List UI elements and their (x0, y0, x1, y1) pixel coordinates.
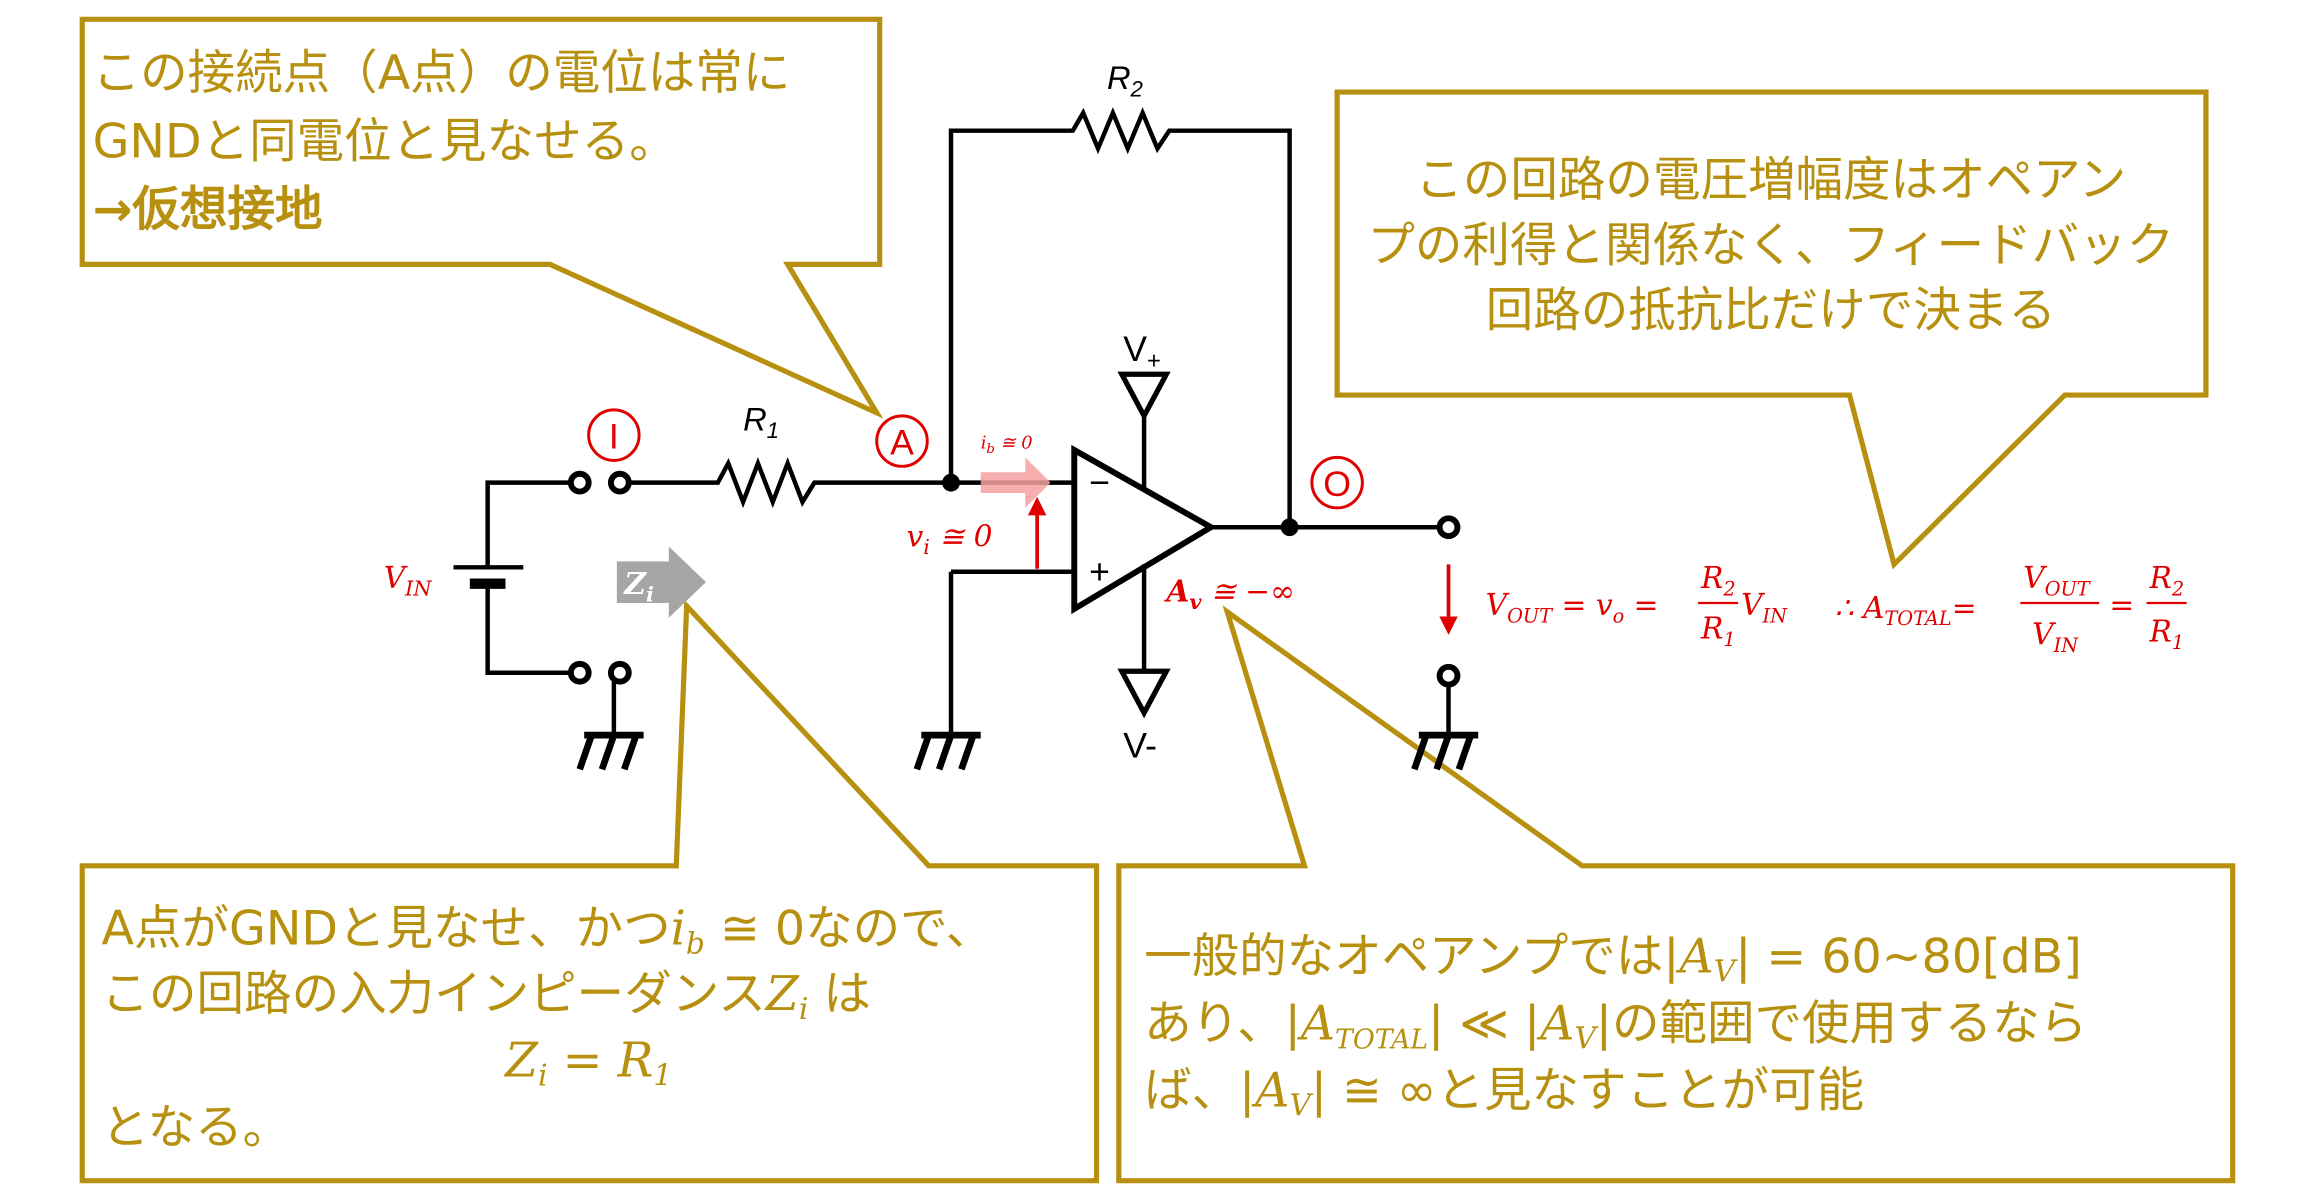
node-o-marker (1310, 455, 1364, 510)
vminus-supply-icon (1117, 668, 1171, 719)
node-a-label: A (890, 422, 914, 462)
resistor-r2 (948, 107, 1292, 528)
noninverting-input-sign: + (1089, 552, 1110, 592)
callout-line: この回路の電圧増幅度はオペアン (1415, 153, 2126, 208)
gain-formula: VOUT = vo = R2 R1 VIN ∴ ATOTAL= VOUT VIN… (1486, 561, 2187, 657)
ib-arrow-icon (980, 457, 1051, 508)
circuit: VIN I R1 A R2 − + V+ V- O (384, 59, 1479, 771)
equals-sign: = (2109, 588, 2134, 623)
fraction-numerator: R2 (2148, 561, 2184, 600)
ib-label: ib ≅ 0 (981, 433, 1033, 457)
ground-icon (1411, 731, 1479, 771)
inverting-input-sign: − (1089, 463, 1110, 503)
av-label: Av ≅ −∞ (1163, 574, 1294, 613)
callout-opamp-gain: 一般的なオペアンプでは|AV| = 60~80[dB] あり、|ATOTAL| … (1116, 605, 2236, 1184)
zi-arrow-icon (616, 546, 706, 618)
total-gain-equation: ∴ ATOTAL= (1835, 591, 1977, 630)
vout-equation: VOUT = vo = (1486, 588, 1659, 627)
callout-virtual-ground: この接続点（A点）の電位は常に GNDと同電位と見なせる。 →仮想接地 (79, 16, 884, 419)
resistor-r1 (630, 457, 952, 509)
output-node-dot (1280, 518, 1299, 537)
node-i-label: I (609, 417, 619, 457)
callout-line: ば、|AV| ≅ ∞と見なすことが可能 (1144, 1063, 1864, 1123)
fraction-denominator: R1 (1700, 612, 1736, 651)
zi-label: Zi (623, 567, 654, 606)
fraction-denominator: VIN (2032, 618, 2079, 657)
node-o-label: O (1323, 464, 1351, 504)
input-terminal (567, 470, 592, 495)
vi-label: vi ≅ 0 (906, 520, 992, 559)
callout-line: 回路の抵抗比だけで決まる (1486, 284, 2056, 339)
callout-line: GNDと同電位と見なせる。 (93, 114, 677, 169)
fraction-denominator: R1 (2148, 615, 2184, 654)
ground-icon (913, 731, 981, 771)
callout-line: プの利得と関係なく、フィードバック (1367, 218, 2174, 273)
input-terminal (607, 470, 632, 495)
callout-line: となる。 (102, 1101, 291, 1156)
callout-input-impedance: A点がGNDと見なせ、かつib ≅ 0なので、 この回路の入力インピーダンスZi… (79, 599, 1100, 1184)
callout-line: あり、|ATOTAL| ≪ |AV|の範囲で使用するなら (1144, 997, 2087, 1057)
ground-icon (576, 731, 644, 771)
input-terminal (607, 660, 632, 685)
node-i-marker (587, 408, 641, 462)
callout-line: A点がGNDと見なせ、かつib ≅ 0なので、 (102, 902, 994, 962)
callout-line: →仮想接地 (93, 183, 323, 238)
input-wire (485, 480, 570, 675)
callout-line: この接続点（A点）の電位は常に (93, 46, 791, 101)
output-terminal (1436, 663, 1461, 688)
r2-label: R2 (1107, 59, 1144, 101)
callout-line: この回路の入力インピーダンスZi は (102, 967, 871, 1027)
impedance-equation: Zi = R1 (503, 1034, 672, 1094)
output-terminal (1436, 515, 1461, 540)
fraction-numerator: R2 (1700, 561, 1736, 600)
fraction-numerator: VOUT (2023, 561, 2092, 600)
callout-gain: この回路の電圧増幅度はオペアン プの利得と関係なく、フィードバック 回路の抵抗比… (1334, 89, 2209, 570)
r1-label: R1 (743, 401, 779, 443)
vplus-label: V+ (1123, 329, 1161, 374)
vplus-supply-icon (1117, 371, 1171, 422)
input-terminal (567, 660, 592, 685)
node-a-marker (875, 414, 929, 468)
callout-line: 一般的なオペアンプでは|AV| = 60~80[dB] (1144, 930, 2082, 990)
vin-term: VIN (1741, 588, 1788, 627)
vin-label: VIN (384, 561, 433, 600)
vminus-label: V- (1123, 725, 1157, 765)
